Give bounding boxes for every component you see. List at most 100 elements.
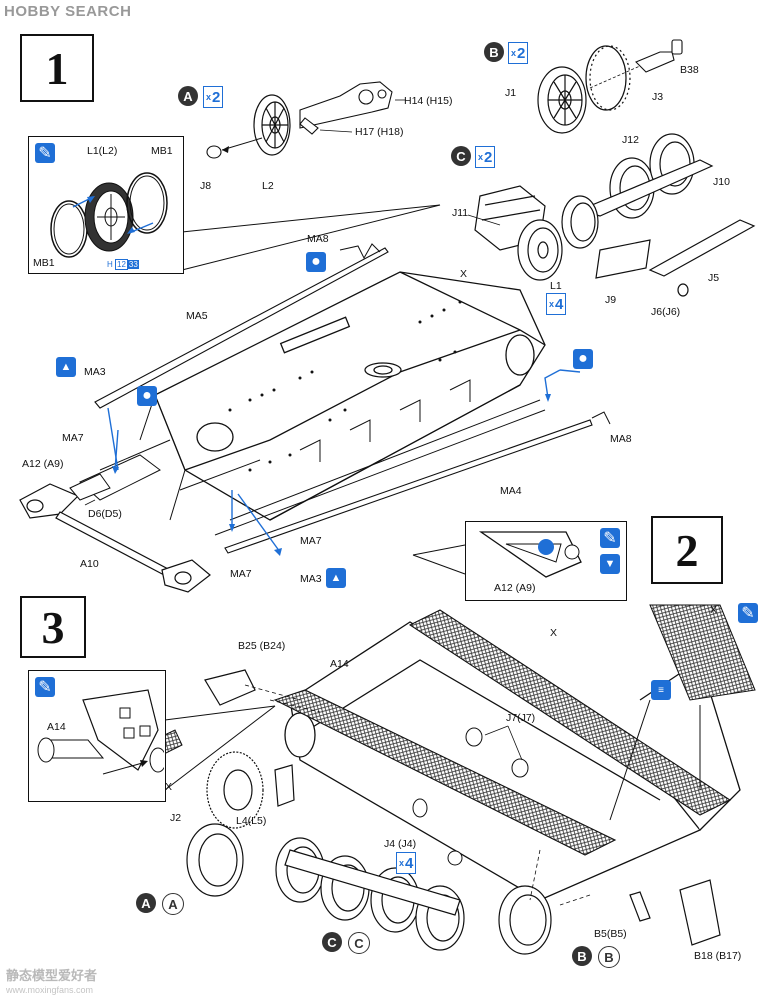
- label-X-right-closeup: X: [710, 604, 718, 616]
- watermark-chinese: 静态模型爱好者: [6, 968, 98, 983]
- label-H17: H17 (H18): [355, 126, 404, 138]
- part-MA8-top: [339, 243, 381, 260]
- hull-upper-X: [154, 271, 546, 521]
- idler-wheel-J1: [537, 66, 587, 134]
- label-MA5: MA5: [186, 310, 208, 322]
- idler-rim-J3: [585, 45, 631, 111]
- axle-bar-A10: [19, 483, 211, 593]
- label-B18: B18 (B17): [694, 950, 742, 962]
- suspension-arm-H14: [299, 81, 393, 135]
- label-MA8-right: MA8: [610, 433, 632, 445]
- step-3-number: 3: [41, 601, 65, 653]
- label-J3: J3: [652, 91, 664, 103]
- label-L1L2: L1(L2): [87, 145, 118, 157]
- step-2-box: 2: [651, 516, 723, 584]
- label-MA7-low: MA7: [230, 568, 252, 580]
- hull-side-detail: [79, 379, 546, 536]
- callout-B: B: [484, 42, 504, 62]
- callout-A-alt: A: [162, 893, 184, 915]
- label-D6: D6(D5): [88, 508, 122, 520]
- glue-brush-icon-right: ✎: [738, 603, 758, 623]
- step-2-number: 2: [675, 524, 699, 576]
- callout-B-alt: B: [598, 946, 620, 968]
- hubcap-J8: [206, 145, 222, 159]
- callout-C-alt: C: [348, 932, 370, 954]
- label-B5: B5(B5): [594, 928, 627, 940]
- callout-C-step3: C: [322, 932, 342, 952]
- glue-brush-icon: ✎: [35, 143, 55, 163]
- label-MA3-low: MA3: [300, 573, 322, 585]
- step-1-number: 1: [45, 42, 69, 94]
- label-J12: J12: [622, 134, 639, 146]
- label-J6: J6(J6): [651, 306, 681, 318]
- label-A14: A14: [330, 658, 349, 670]
- rail-MA4: [224, 419, 593, 554]
- callout-A: A: [178, 86, 198, 106]
- label-J5: J5: [708, 272, 720, 284]
- callout-C: C: [451, 146, 471, 166]
- label-J8: J8: [200, 180, 212, 192]
- label-L2: L2: [262, 180, 274, 192]
- label-MA7-mid: MA7: [300, 535, 322, 547]
- bogie-assembly: [474, 133, 756, 297]
- label-X-chassis: X: [550, 627, 558, 639]
- flip-over-icon-left: ▲: [56, 357, 76, 377]
- wheel-L2: [253, 94, 291, 156]
- label-X-hull: X: [460, 268, 468, 280]
- closeup-A14-drawing: [37, 689, 164, 775]
- callout-A-step3: A: [136, 893, 156, 913]
- closeup-mesh: [649, 604, 756, 701]
- label-J9: J9: [605, 294, 617, 306]
- axle-B38: [635, 39, 683, 73]
- label-MA8-top: MA8: [307, 233, 329, 245]
- label-A12: A12 (A9): [22, 458, 64, 470]
- label-MA7-left: MA7: [62, 432, 84, 444]
- fender-right-mesh: [408, 609, 732, 816]
- label-A10: A10: [80, 558, 99, 570]
- hobby-search-logo: HOBBY SEARCH: [4, 3, 132, 20]
- label-A12-closeup: A12 (A9): [494, 582, 536, 594]
- label-B38: B38: [680, 64, 699, 76]
- label-B25: B25 (B24): [238, 640, 286, 652]
- flip-over-icon-bottom: ▲: [326, 568, 346, 588]
- callout-B-step3: B: [572, 946, 592, 966]
- glue-brush-icon-step2: ✎: [600, 528, 620, 548]
- label-J10: J10: [713, 176, 730, 188]
- cement-drop-icon-right: ●: [573, 349, 593, 369]
- label-H14: H14 (H15): [404, 95, 453, 107]
- label-MB1-right: MB1: [151, 145, 173, 157]
- label-J1: J1: [505, 87, 517, 99]
- road-wheels: [186, 669, 721, 955]
- closeup-wheel-drawing: [50, 172, 168, 258]
- closeup-A12-drawing: [478, 531, 582, 578]
- step-3-box: 3: [20, 596, 86, 658]
- label-J7: J7(J7): [506, 712, 536, 724]
- label-A14-closeup: A14: [47, 721, 66, 733]
- label-MB1-left: MB1: [33, 257, 55, 269]
- label-L1: L1: [550, 280, 562, 292]
- label-J2: J2: [170, 812, 182, 824]
- label-MA4: MA4: [500, 485, 522, 497]
- cement-drop-icon-top: ●: [306, 252, 326, 272]
- cement-drop-icon-left: ●: [137, 386, 157, 406]
- part-D6: [69, 473, 111, 501]
- photo-etch-icon: ≡: [651, 680, 671, 700]
- label-J11: J11: [452, 207, 469, 219]
- glue-brush-icon-step3: ✎: [35, 677, 55, 697]
- closeup-A12-box: ✎ ▼ A12 (A9): [465, 521, 627, 601]
- label-MA3-top: MA3: [84, 366, 106, 378]
- flip-over-icon-step2: ▼: [600, 554, 620, 574]
- rail-MA5: [94, 247, 389, 409]
- fender-left-mesh: [273, 689, 617, 856]
- label-X-closeup: X: [165, 781, 173, 793]
- step-1-box: 1: [20, 34, 94, 102]
- label-L4: L4(L5): [236, 815, 267, 827]
